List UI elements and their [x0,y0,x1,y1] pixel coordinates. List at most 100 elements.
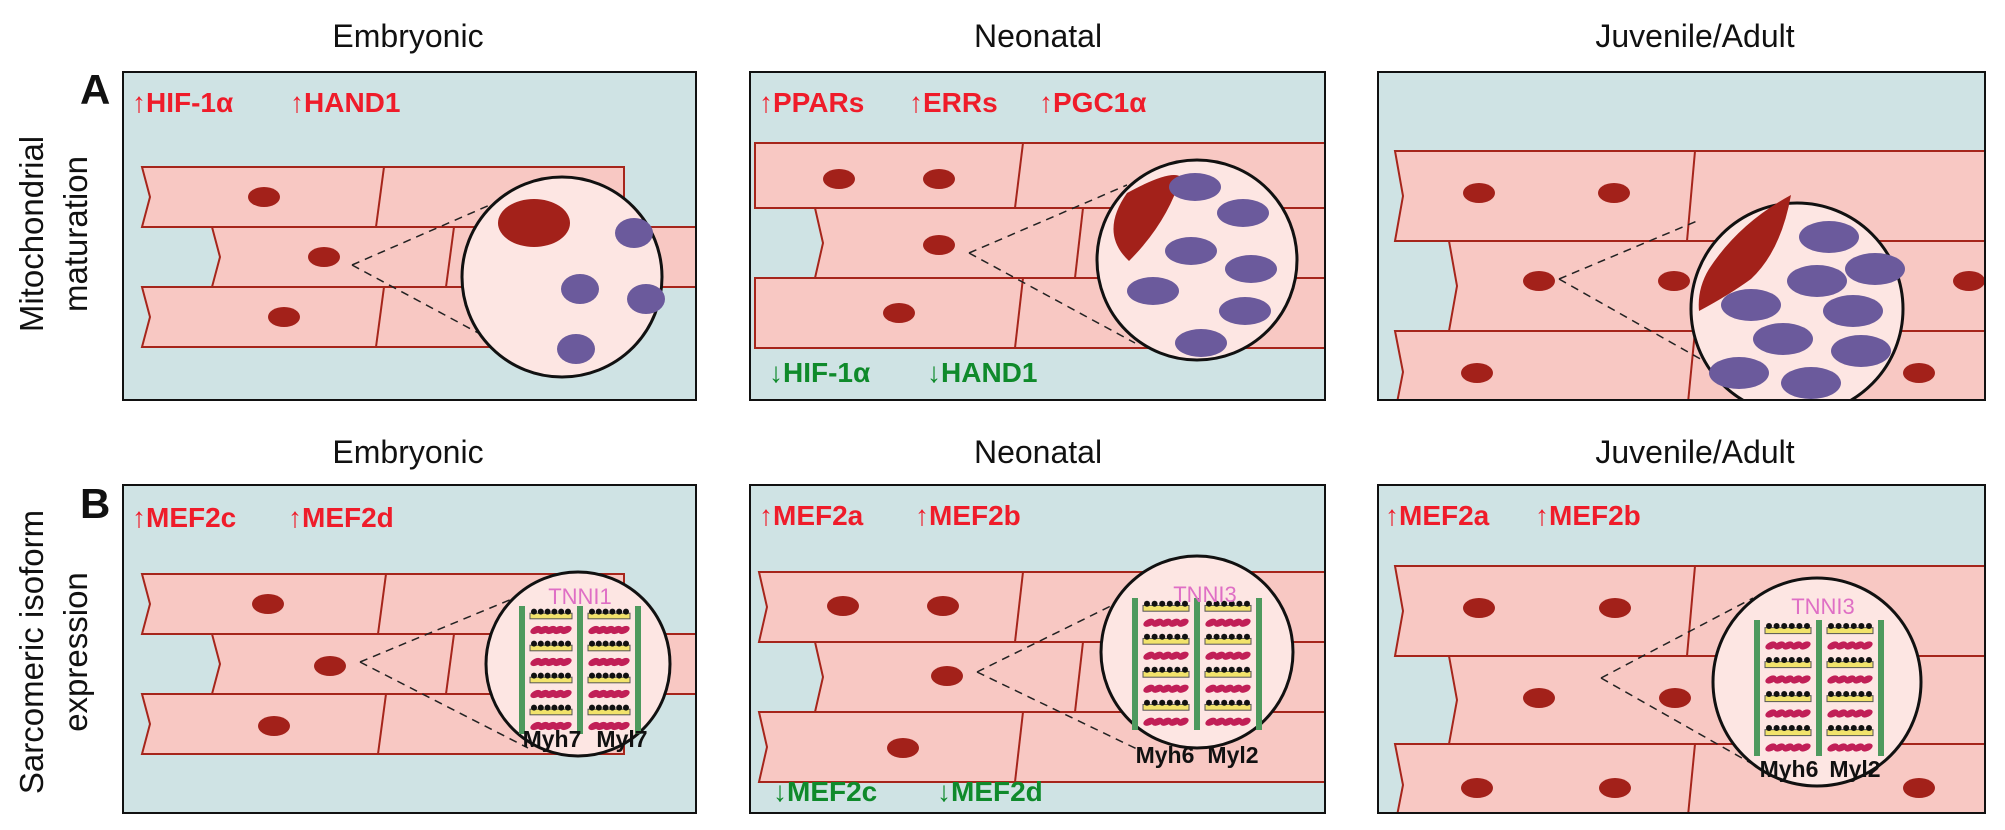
thin-filament-segment [1230,717,1243,726]
thin-filament-segment [1230,651,1243,660]
myosin-head [623,672,629,679]
myosin-head [1796,622,1803,629]
thin-filament-segment [560,689,572,699]
thin-filament-segment [1160,717,1172,726]
thin-filament-segment [1151,651,1164,660]
myosin-head [1151,699,1158,706]
z-disc [1878,620,1884,756]
cardiomyocyte-illustration [140,166,695,379]
thin-filament-segment [1861,675,1873,684]
thick-filament [1142,670,1190,678]
thick-filament [1826,695,1874,703]
myosin-head [609,608,616,615]
myosin-head [1766,690,1772,697]
up-mef2c: ↑MEF2c [132,502,237,533]
thin-filament-segment [1852,743,1865,752]
myosin-head [531,640,537,647]
myosin-head [1144,633,1150,640]
up-mef2a: ↑MEF2a [759,500,864,531]
thin-filament-segment [1827,641,1839,650]
nucleus [1599,778,1631,798]
thin-filament-segment [618,721,630,731]
myosin-head [1858,656,1865,663]
myosin-head [1788,656,1795,663]
panel-a2-neonatal-mitochondria: ↑PPARs ↑ERRs ↑PGC1α ↓HIF-1α ↓HAND1 [749,71,1326,401]
nucleus [308,247,340,267]
myosin-head [1213,666,1220,673]
myosin-head [1835,724,1842,731]
thick-filament [1142,604,1190,612]
thin-filament-segment [1160,684,1172,693]
myosin-head [1804,622,1810,629]
myosin-head [602,608,609,615]
tnni-isoform-label: TNNI1 [548,584,612,609]
panel-a3-juvenile-mitochondria [1377,71,1986,401]
nucleus [883,303,915,323]
cardiomyocyte-illustration [757,554,1324,783]
thick-filament [587,612,631,620]
nucleus [1599,598,1631,618]
myosin-head [1151,600,1158,607]
mitochondrion [1787,265,1847,297]
nucleus [1903,363,1935,383]
myosin-head [1804,724,1810,731]
mitochondrion [557,334,595,364]
myosin-head [609,640,616,647]
myosin-head [616,672,623,679]
thick-filament [587,644,631,652]
myosin-head [1788,724,1795,731]
myosin-head [1174,633,1181,640]
thin-filament-segment [1205,618,1217,627]
thin-filament-segment [1230,684,1243,693]
mitochondrion [1721,289,1781,321]
myosin-head [616,704,623,711]
up-pgc1a: ↑PGC1α [1039,87,1147,118]
myosin-head [1828,690,1834,697]
row-label-b-line1: Sarcomeric isoform [13,509,50,795]
down-hand1: ↓HAND1 [927,357,1038,388]
myosin-head [1206,633,1212,640]
myosin-head [1213,699,1220,706]
thick-filament [587,708,631,716]
myosin-head [1144,666,1150,673]
myosin-head [1159,633,1166,640]
myl-isoform-label: Myl7 [596,726,648,752]
thin-filament-segment [1213,651,1226,660]
thin-filament-segment [1765,641,1777,650]
myosin-head [1796,690,1803,697]
mitochondrion [1753,323,1813,355]
panel-title-b-neonatal: Neonatal [973,434,1103,470]
myosin-head [609,672,616,679]
myosin-head [1804,690,1810,697]
myosin-head [609,704,616,711]
thick-filament [1764,729,1812,737]
myosin-head [1166,666,1173,673]
tnni-isoform-label: TNNI3 [1791,594,1855,619]
thin-filament-segment [1222,618,1234,627]
nucleus [1463,183,1495,203]
nucleus [827,596,859,616]
myosin-head [623,608,629,615]
myosin-head [595,704,602,711]
nucleus [258,716,290,736]
thin-filament-segment [1844,743,1856,752]
myosin-head [551,608,558,615]
row-letter-b: B [80,480,111,527]
myosin-head [1843,690,1850,697]
thin-filament-segment [1835,641,1848,650]
myosin-head [565,704,571,711]
row-label-b-line2: expression [57,572,94,732]
myosin-head [1228,666,1235,673]
mitochondrion [1169,173,1221,201]
mitochondrion [1175,329,1227,357]
myosin-head [1781,690,1788,697]
mitochondrion [1127,277,1179,305]
thin-filament-segment [1861,709,1873,718]
thin-filament-segment [1168,684,1181,693]
nucleus [1903,778,1935,798]
thin-filament-segment [1177,717,1189,726]
mitochondrion [1799,221,1859,253]
sarcomere-lattice [1132,598,1262,730]
myosin-head [544,704,551,711]
thin-filament-segment [1861,641,1873,650]
